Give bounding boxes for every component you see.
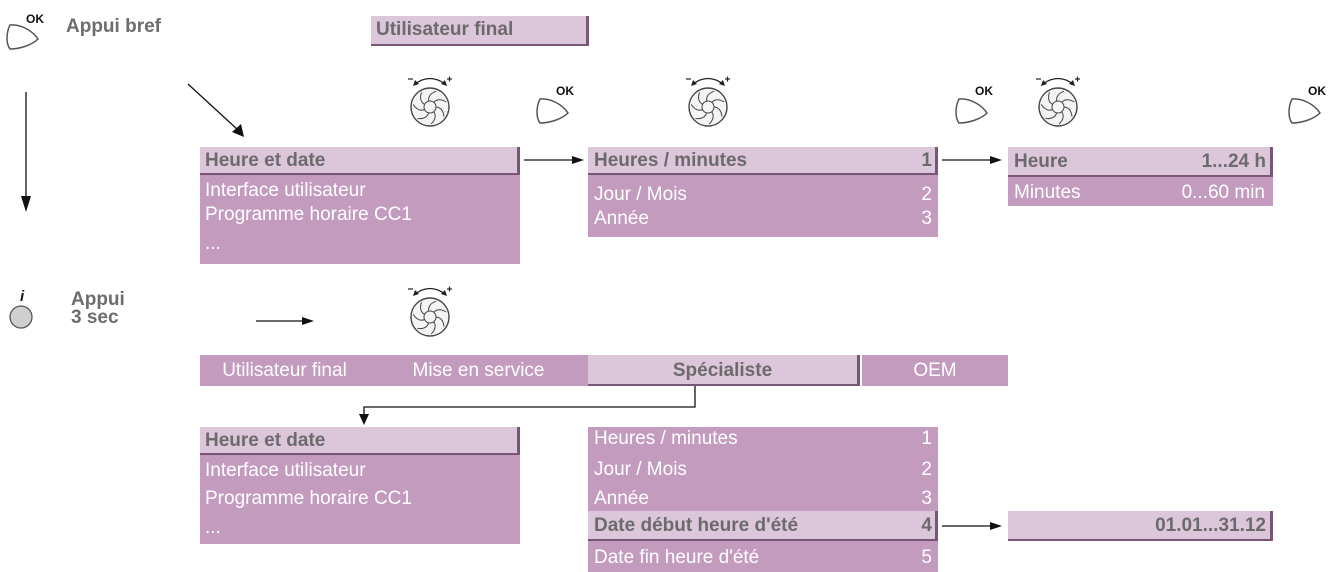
range-box[interactable]: 01.01...31.12	[1008, 511, 1273, 541]
info-button-icon: i	[9, 288, 33, 329]
menu-main: Heure et date Interface utilisateur Prog…	[200, 147, 520, 264]
ok-label: OK	[975, 84, 993, 98]
menu-item-heures-minutes[interactable]: Heures / minutes 1	[588, 147, 938, 175]
short-press-label: Appui bref	[66, 16, 161, 37]
right-arrow	[942, 156, 1002, 164]
rotary-knob-icon	[408, 76, 452, 127]
menu-item[interactable]: ...	[205, 233, 221, 254]
menu-main-specialist: Heure et date Interface utilisateur Prog…	[200, 427, 520, 544]
range-value: 01.01...31.12	[1155, 515, 1266, 536]
top-title-box: Utilisateur final	[371, 16, 589, 46]
rotary-knob-icon	[686, 76, 730, 127]
right-arrow	[524, 156, 584, 164]
small-right-arrow	[256, 317, 314, 325]
menu-item[interactable]: Interface utilisateur	[205, 180, 366, 201]
ok-label: OK	[26, 12, 44, 26]
menu-item[interactable]: ...	[205, 517, 221, 538]
ok-button-icon: OK	[955, 84, 993, 124]
ok-button-icon: OK	[1288, 84, 1326, 124]
elbow-arrow	[359, 386, 696, 425]
menu-item-heure-et-date[interactable]: Heure et date	[200, 427, 520, 455]
menu-item-heure-et-date[interactable]: Heure et date	[200, 147, 520, 175]
tab-mise-en-service[interactable]: Mise en service	[369, 355, 588, 386]
rotary-knob-icon	[408, 286, 452, 337]
ok-button-icon: OK	[6, 12, 44, 50]
ok-button-icon: OK	[536, 84, 574, 124]
tab-utilisateur-final[interactable]: Utilisateur final	[200, 355, 369, 386]
long-press-label: Appui 3 sec	[71, 289, 125, 328]
tab-specialiste[interactable]: Spécialiste	[588, 355, 860, 386]
diagonal-arrow	[187, 83, 244, 137]
down-arrow	[21, 92, 31, 212]
rotary-knob-icon	[1036, 76, 1080, 127]
top-title: Utilisateur final	[376, 19, 514, 40]
tab-oem[interactable]: OEM	[862, 355, 1008, 386]
menu-item[interactable]: Programme horaire CC1	[205, 488, 412, 509]
menu-item[interactable]: Interface utilisateur	[205, 460, 366, 481]
ok-label: OK	[1308, 84, 1326, 98]
right-arrow	[942, 522, 1002, 530]
menu-item[interactable]: Programme horaire CC1	[205, 204, 412, 225]
menu-item-heure[interactable]: Heure 1...24 h	[1008, 147, 1273, 177]
info-label: i	[20, 288, 25, 305]
ok-label: OK	[556, 84, 574, 98]
menu-item-date-debut-heure-ete[interactable]: Date début heure d'été 4	[588, 511, 938, 541]
